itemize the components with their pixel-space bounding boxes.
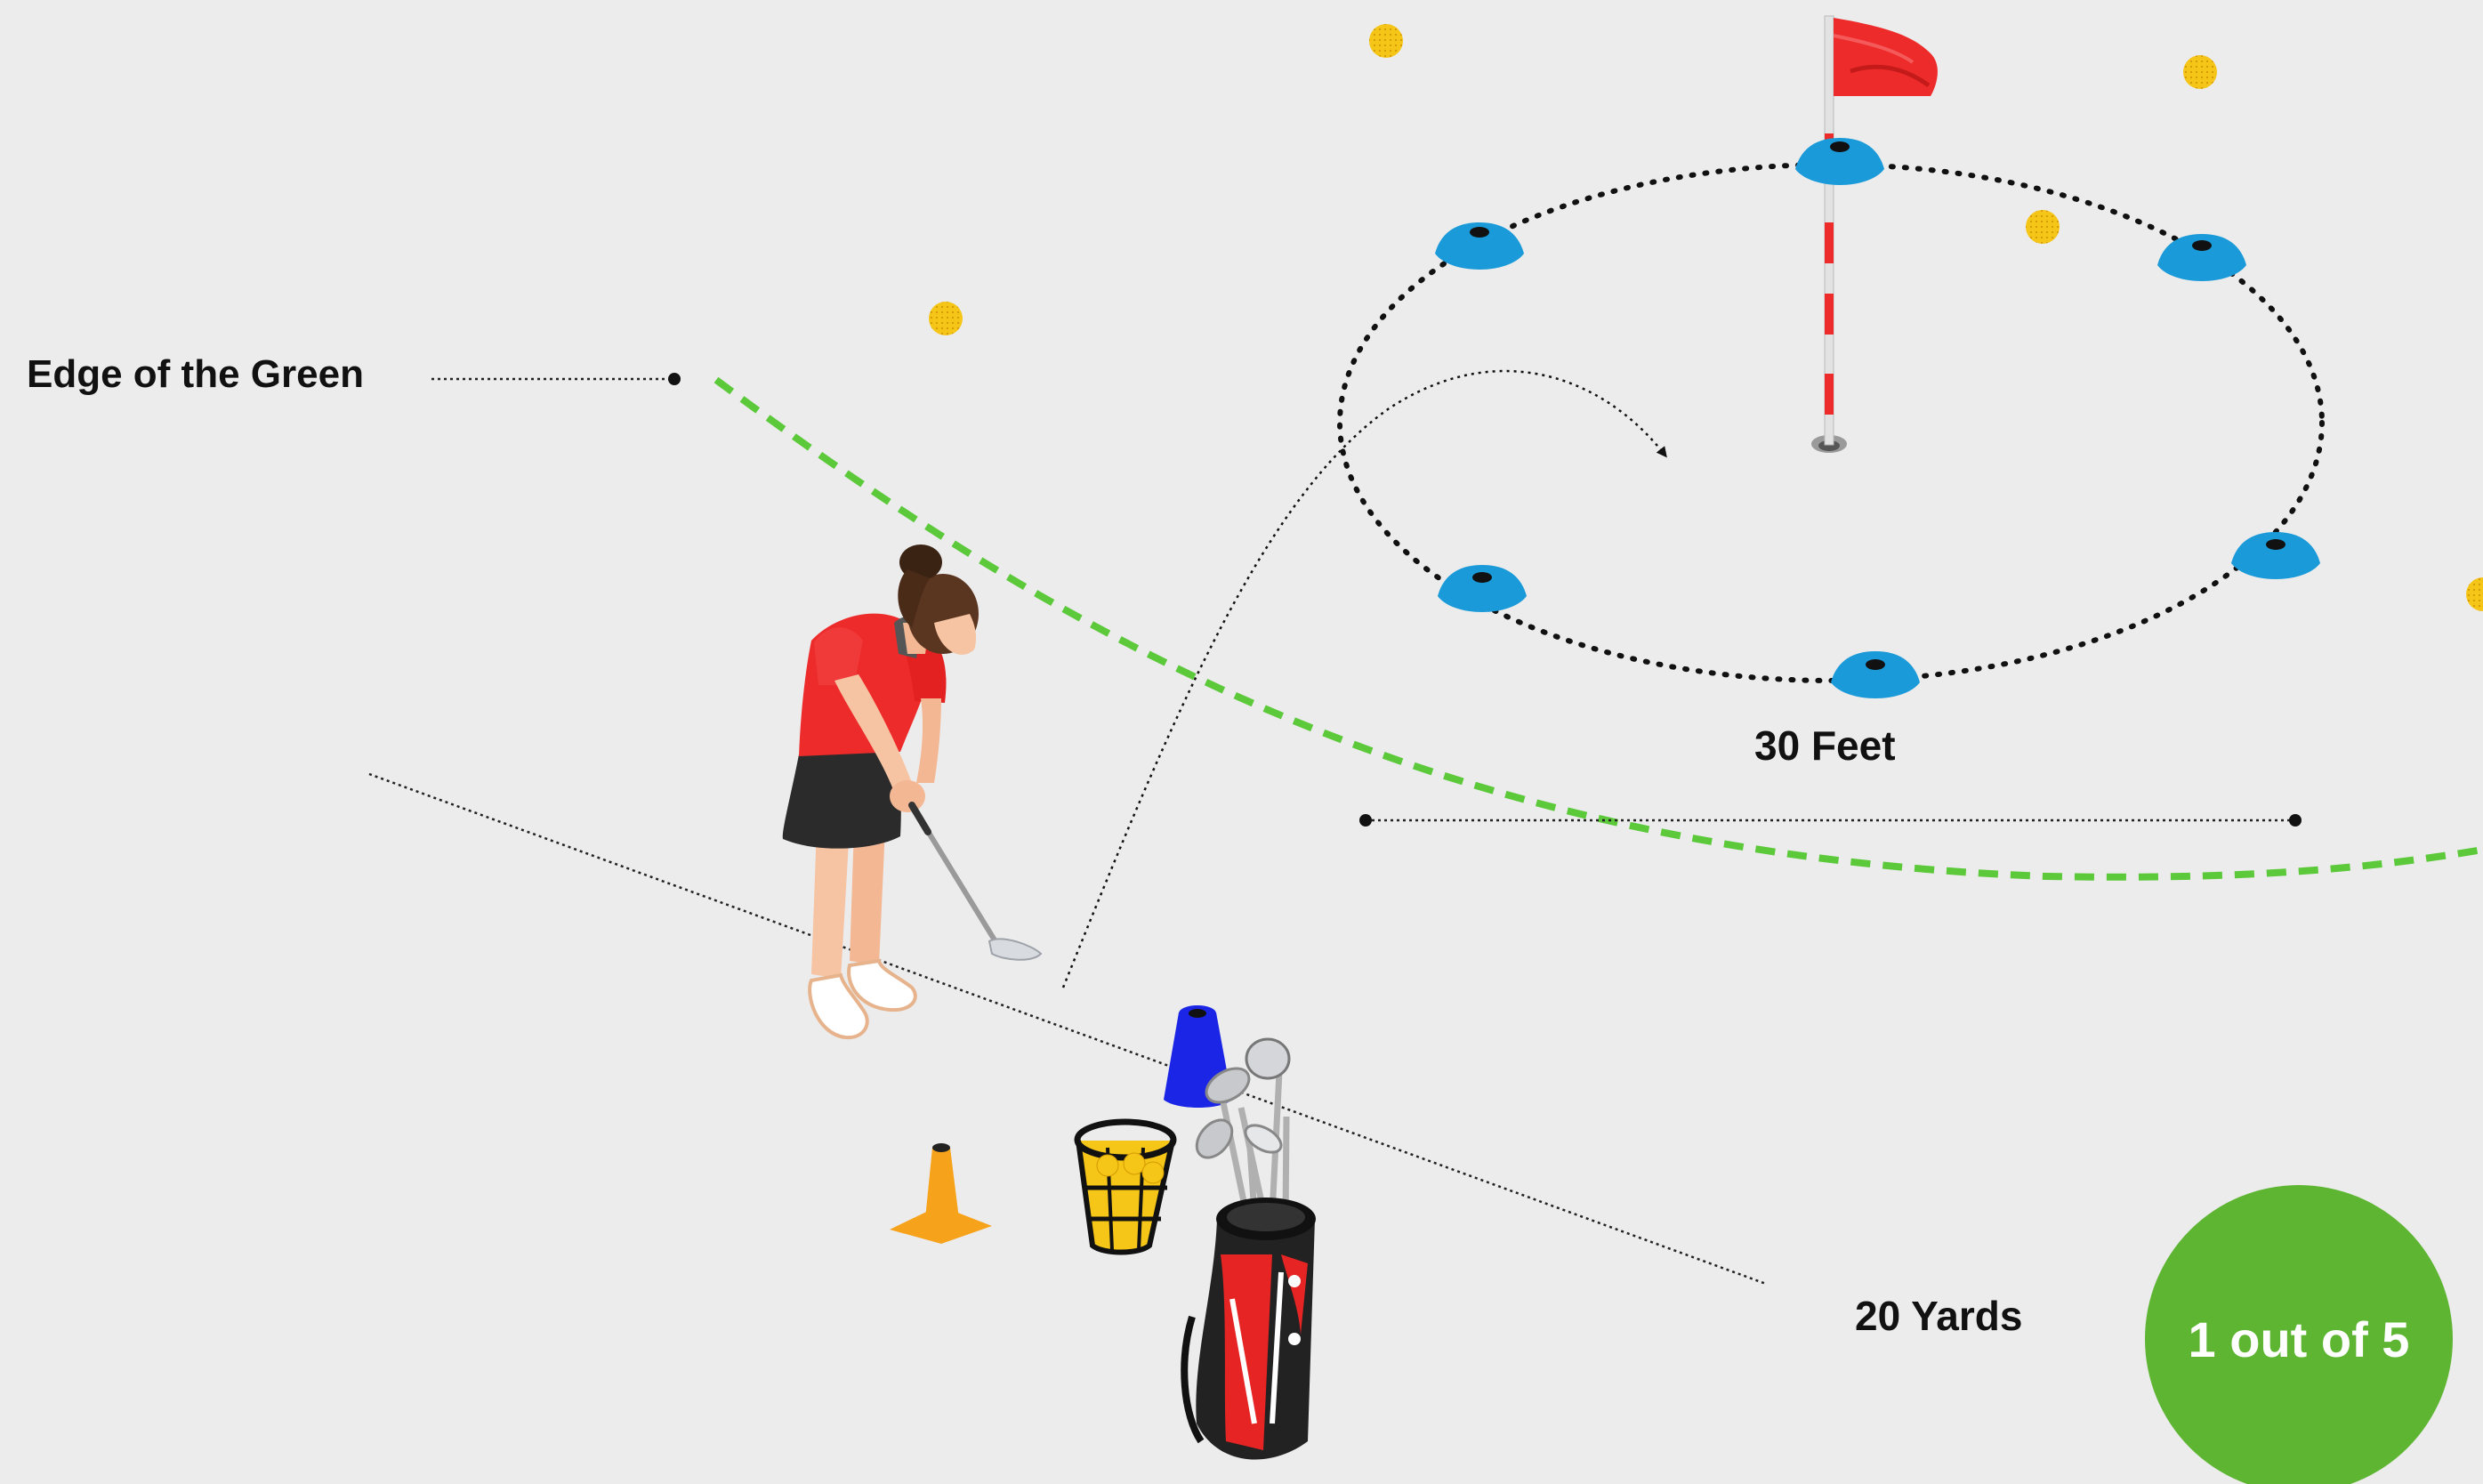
progress-badge: 1 out of 5 xyxy=(2145,1185,2453,1484)
marker-cone-lower-right xyxy=(2231,532,2320,579)
traffic-cone-icon xyxy=(890,1143,992,1244)
marker-cone-bottom xyxy=(1831,651,1920,698)
golf-ball-icon xyxy=(2183,55,2217,89)
golf-ball-icon xyxy=(1369,24,1403,58)
golfer-icon xyxy=(783,544,1041,1037)
edge-leader-line xyxy=(431,373,681,385)
marker-cone-top xyxy=(1795,138,1884,185)
golf-ball-icon xyxy=(2466,577,2483,611)
golf-ball-icon xyxy=(2026,210,2060,244)
thirty-feet-dimension-line xyxy=(1359,814,2302,827)
twenty-yards-label: 20 Yards xyxy=(1855,1295,2022,1336)
golf-ball-icon xyxy=(929,302,963,335)
green-edge-line xyxy=(716,380,2483,877)
marker-cone-upper-left xyxy=(1435,222,1524,270)
progress-text: 1 out of 5 xyxy=(2189,1311,2410,1368)
edge-of-green-label: Edge of the Green xyxy=(27,355,364,394)
twenty-yards-dimension-line xyxy=(369,774,1766,1284)
marker-cone-upper-right xyxy=(2157,234,2246,281)
marker-cone-lower-left xyxy=(1438,565,1527,612)
flag-icon xyxy=(1825,16,1938,445)
thirty-feet-label: 30 Feet xyxy=(1754,725,1896,766)
ball-bucket-icon xyxy=(1077,1122,1173,1253)
putt-path-arrow xyxy=(1063,371,1665,988)
